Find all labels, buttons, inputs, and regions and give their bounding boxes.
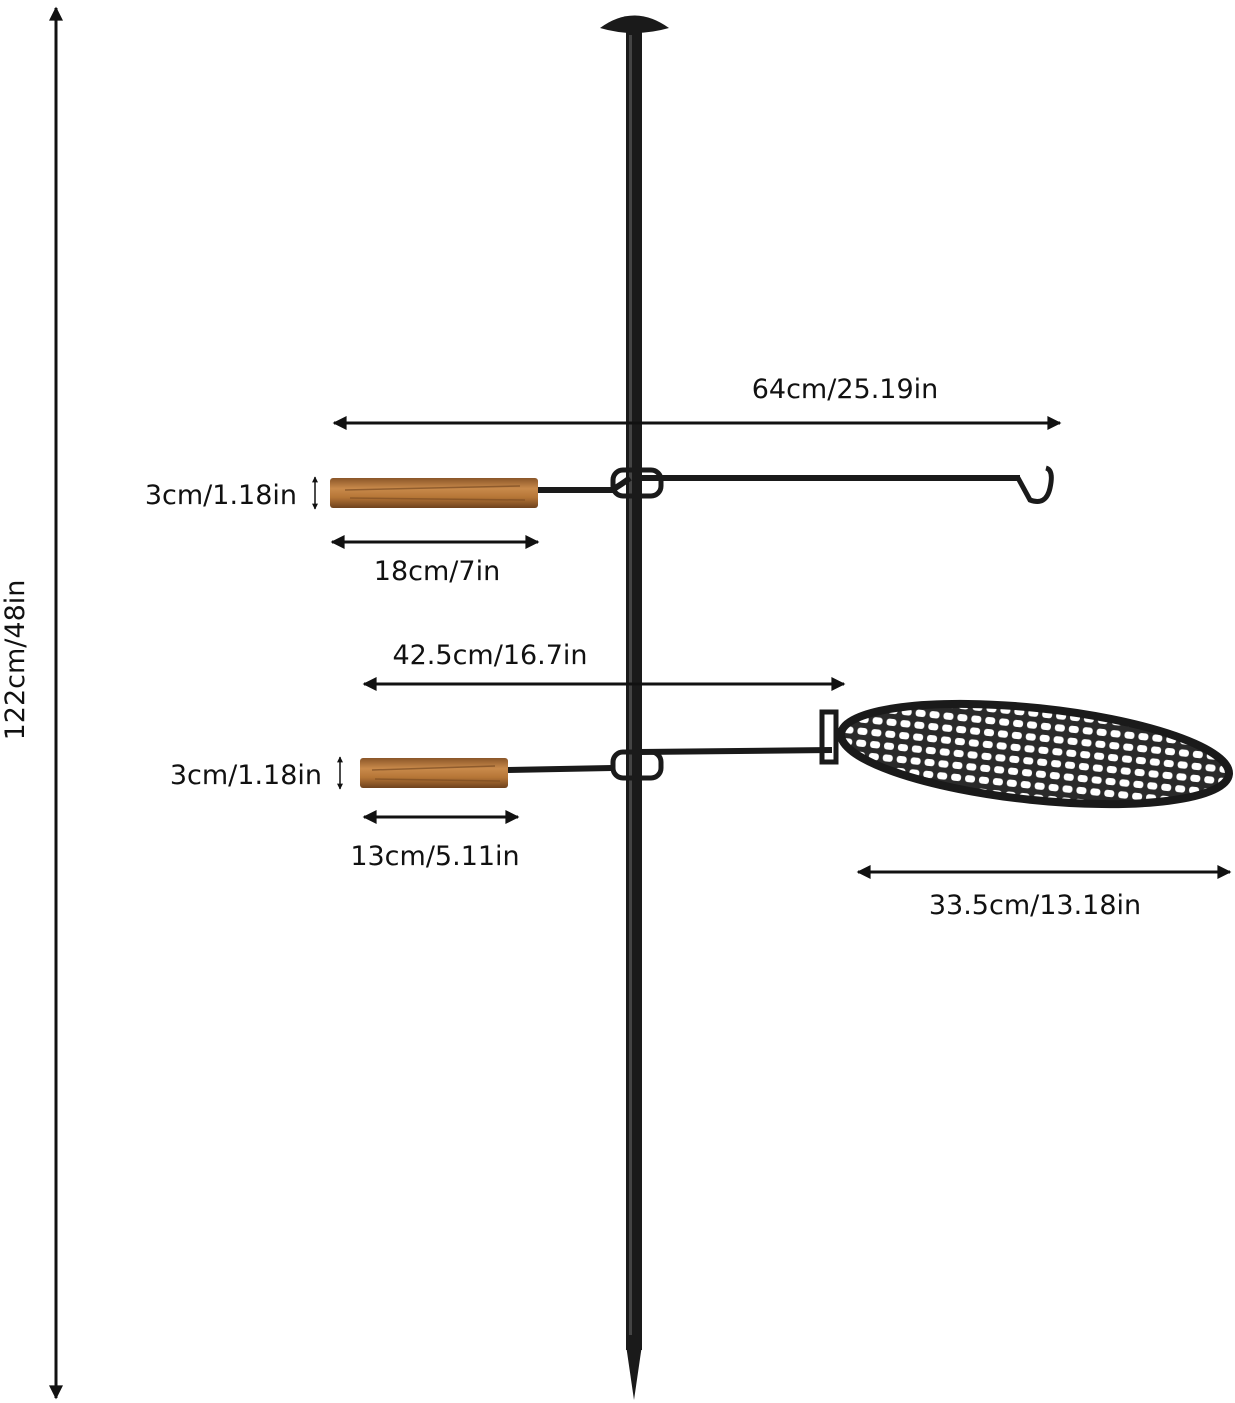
lower-wood-handle xyxy=(360,758,508,788)
grill-diameter-label: 33.5cm/13.18in xyxy=(929,890,1141,921)
lower-arm xyxy=(360,699,1233,809)
pole-spike xyxy=(626,1345,642,1400)
upper-arm-collar xyxy=(610,467,664,499)
lower-handle-length-label: 13cm/5.11in xyxy=(350,841,519,872)
upper-arm-length-dimension: 64cm/25.19in xyxy=(332,374,1062,430)
upper-arm xyxy=(330,465,1054,508)
grill-diameter-dimension: 33.5cm/13.18in xyxy=(856,865,1232,921)
lower-arm-length-label: 42.5cm/16.7in xyxy=(392,640,587,671)
total-height-dimension: 122cm/48in xyxy=(0,6,63,1400)
center-pole xyxy=(600,15,669,1400)
total-height-label: 122cm/48in xyxy=(0,580,31,741)
lower-handle-length-dimension: 13cm/5.11in xyxy=(350,810,520,872)
pole-top-cap xyxy=(600,15,669,33)
upper-handle-diameter-dimension: 3cm/1.18in xyxy=(145,476,318,511)
upper-handle-length-label: 18cm/7in xyxy=(374,556,500,587)
hook-icon xyxy=(1015,465,1054,504)
lower-arm-length-dimension: 42.5cm/16.7in xyxy=(362,640,846,691)
lower-handle-diameter-label: 3cm/1.18in xyxy=(170,760,322,791)
upper-handle-diameter-label: 3cm/1.18in xyxy=(145,480,297,511)
lower-arm-collar xyxy=(610,749,664,781)
round-grill-grate xyxy=(837,699,1233,809)
upper-arm-length-label: 64cm/25.19in xyxy=(752,374,939,405)
pole-shaft xyxy=(626,30,642,1350)
upper-wood-handle xyxy=(330,478,538,508)
upper-handle-length-dimension: 18cm/7in xyxy=(330,535,540,587)
lower-handle-diameter-dimension: 3cm/1.18in xyxy=(170,756,343,791)
